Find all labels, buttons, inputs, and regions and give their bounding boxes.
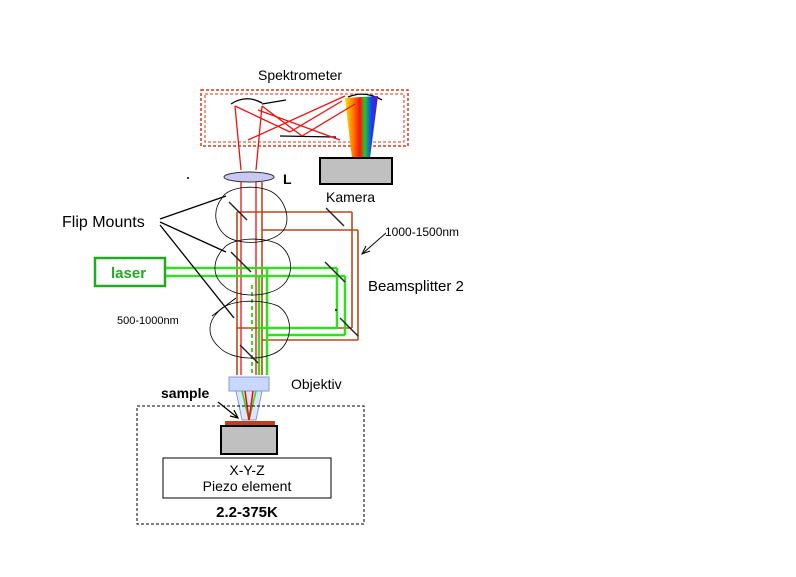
camera-label: Kamera — [326, 189, 375, 205]
sample — [225, 421, 275, 426]
laser-box — [93, 256, 167, 288]
spectrometer-slit-mirror — [279, 135, 337, 138]
stray-dot — [335, 309, 337, 311]
mirrors — [228, 201, 359, 364]
sample-holder — [220, 425, 278, 455]
camera-block — [319, 157, 393, 185]
spectrometer-label: Spektrometer — [258, 67, 342, 83]
laser-label: laser — [111, 265, 146, 282]
range-upper-label: 1000-1500nm — [385, 225, 459, 239]
range-upper-arrow — [361, 232, 387, 255]
spectrometer-mirror-left — [230, 98, 263, 105]
sample-label: sample — [161, 385, 209, 401]
objective-label: Objektiv — [291, 376, 342, 392]
green-beam-path — [166, 266, 347, 375]
range-lower-arrow — [211, 297, 237, 317]
lens-label: L — [283, 171, 292, 187]
stray-dot — [187, 177, 189, 179]
red-beam-vertical — [240, 182, 257, 375]
beamsplitter2-label: Beamsplitter 2 — [368, 278, 464, 295]
piezo-label-line2: Piezo element — [203, 478, 292, 494]
cryostat-box — [136, 405, 365, 525]
brown-beam-path — [236, 182, 359, 375]
range-lower-label: 500-1000nm — [117, 315, 179, 327]
temperature-label: 2.2-375K — [216, 504, 278, 521]
piezo-label-line1: X-Y-Z — [229, 462, 265, 478]
flip-mount-outlines — [209, 186, 291, 359]
objective — [228, 376, 270, 392]
flip-mounts-label: Flip Mounts — [62, 214, 145, 231]
spectrum-fan — [345, 96, 378, 158]
piezo-box — [162, 457, 332, 499]
spectrometer-grating — [261, 99, 287, 105]
spectrometer-red-rays — [234, 95, 356, 171]
lens — [223, 171, 275, 183]
spectrometer-box — [200, 89, 409, 147]
spectrometer-mirror-right — [347, 93, 383, 101]
sample-arrow — [217, 401, 239, 419]
flip-mounts-pointers — [159, 195, 235, 319]
